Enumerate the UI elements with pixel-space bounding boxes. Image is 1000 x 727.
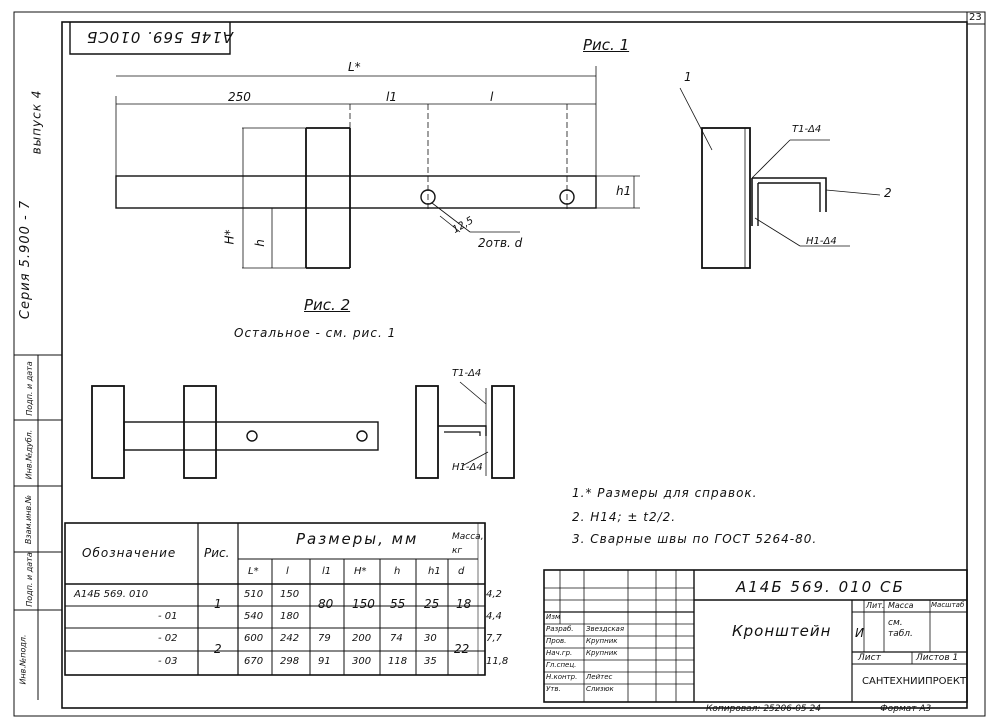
row2-mass: 4,4 xyxy=(486,611,502,622)
title-lit-value: И xyxy=(855,626,864,640)
role-razrab: Разраб. xyxy=(546,625,574,633)
rotated-doc-code: А14Б 569. 010СБ xyxy=(86,28,233,46)
weld-bottom-label: H1-Δ4 xyxy=(806,236,837,247)
stamp-sign-label: Подп. и дата xyxy=(24,552,34,607)
fig2-subtitle: Остальное - см. рис. 1 xyxy=(234,326,397,340)
col-d: d xyxy=(458,566,465,577)
issue-label: выпуск 4 xyxy=(29,89,44,155)
merged-d-bottom: 22 xyxy=(454,642,470,656)
role-izm: Изм xyxy=(546,613,561,621)
row3-mass: 7,7 xyxy=(486,633,502,644)
row3-l1: 79 xyxy=(318,633,331,644)
title-scale-label: Масштаб xyxy=(931,601,965,609)
row2-designation: - 01 xyxy=(158,611,178,622)
role-utv: Утв. xyxy=(546,685,561,693)
row1-designation: А14Б 569. 010 xyxy=(74,589,149,600)
row3-H: 200 xyxy=(352,633,372,644)
fig2-weld-top: T1-Δ4 xyxy=(452,368,482,379)
row2-L: 540 xyxy=(244,611,264,622)
row3-h: 74 xyxy=(390,633,403,644)
callout-1: 1 xyxy=(684,70,692,84)
copied-label: Копировал: 25206-05 24 xyxy=(706,704,821,714)
row1-l: 150 xyxy=(280,589,300,600)
row3-l: 242 xyxy=(280,633,300,644)
merged-h-top: 55 xyxy=(390,597,406,611)
name-2: Крупник xyxy=(586,637,618,645)
merged-h1-top: 25 xyxy=(424,597,440,611)
table-head-mass: Масса, кг xyxy=(452,532,484,556)
row4-mass: 11,8 xyxy=(486,656,509,667)
format-label: Формат А3 xyxy=(880,704,932,714)
col-H: H* xyxy=(354,566,367,577)
title-mass-value: см. табл. xyxy=(888,618,913,639)
fig2-weld-bottom: H1-Δ4 xyxy=(452,462,483,473)
row3-h1: 30 xyxy=(424,633,437,644)
row4-L: 670 xyxy=(244,656,264,667)
merged-d-top: 18 xyxy=(456,597,472,611)
dim-250: 250 xyxy=(228,90,251,104)
page-number: 23 xyxy=(969,12,982,23)
dim-l1: l1 xyxy=(386,90,397,104)
row4-h: 118 xyxy=(388,656,408,667)
fig2-title: Рис. 2 xyxy=(304,296,351,314)
row4-l1: 91 xyxy=(318,656,331,667)
role-nach: Нач.гр. xyxy=(546,649,573,657)
role-nkontr: Н.контр. xyxy=(546,673,578,681)
table-head-sizes: Размеры, мм xyxy=(296,530,419,548)
merged-fig-1: 1 xyxy=(214,597,222,611)
role-gl: Гл.спец. xyxy=(546,661,577,669)
title-mass-label: Масса xyxy=(888,601,914,610)
col-L: L* xyxy=(248,566,259,577)
dim-l: l xyxy=(490,90,494,104)
stamp-dup-label: Инв.№дубл. xyxy=(24,429,34,480)
stamp-sign2-label: Подп. и дата xyxy=(24,361,34,416)
name-3: Крупник xyxy=(586,649,618,657)
fig1-title: Рис. 1 xyxy=(583,36,630,54)
title-name: Кронштейн xyxy=(732,622,832,640)
dim-h: h xyxy=(252,239,267,247)
row3-L: 600 xyxy=(244,633,264,644)
name-1: Звездская xyxy=(586,625,625,633)
row1-L: 510 xyxy=(244,589,264,600)
series-label: Серия 5.900 - 7 xyxy=(18,199,34,320)
row4-H: 300 xyxy=(352,656,372,667)
weld-top-label: T1-Δ4 xyxy=(792,124,822,135)
row4-designation: - 03 xyxy=(158,656,178,667)
merged-l1-top: 80 xyxy=(318,597,334,611)
note-3: 3. Сварные швы по ГОСТ 5264-80. xyxy=(572,532,818,546)
merged-H-top: 150 xyxy=(352,597,375,611)
holes-label: 2отв. d xyxy=(478,236,523,250)
title-doc-code: А14Б 569. 010 СБ xyxy=(736,578,905,596)
name-4: Лейтес xyxy=(586,673,613,681)
row3-designation: - 02 xyxy=(158,633,178,644)
title-lit-label: Лит. xyxy=(866,601,885,610)
title-sheets-label: Листов 1 xyxy=(916,653,959,663)
stamp-replace-label: Взам.инв.№ xyxy=(24,494,34,545)
role-prov: Пров. xyxy=(546,637,567,645)
note-2: 2. H14; ± t2/2. xyxy=(572,510,677,524)
row4-h1: 35 xyxy=(424,656,437,667)
dim-L: L* xyxy=(348,60,361,74)
title-org: САНТЕХНИИПРОЕКТ xyxy=(862,676,967,687)
title-sheet-label: Лист xyxy=(858,653,881,663)
row2-l: 180 xyxy=(280,611,300,622)
table-head-designation: Обозначение xyxy=(82,546,177,560)
stamp-inv-label: Инв.№подл. xyxy=(18,634,28,685)
row1-mass: 4,2 xyxy=(486,589,502,600)
col-l: l xyxy=(286,566,289,577)
name-5: Слизюк xyxy=(586,685,614,693)
table-head-fig: Рис. xyxy=(204,546,230,560)
dim-H: H* xyxy=(222,229,237,245)
callout-2: 2 xyxy=(884,186,892,200)
dim-h1: h1 xyxy=(616,184,632,198)
col-h1: h1 xyxy=(428,566,441,577)
note-1: 1.* Размеры для справок. xyxy=(572,486,758,500)
col-l1: l1 xyxy=(322,566,332,577)
col-h: h xyxy=(394,566,401,577)
row4-l: 298 xyxy=(280,656,300,667)
merged-fig-2: 2 xyxy=(214,642,222,656)
